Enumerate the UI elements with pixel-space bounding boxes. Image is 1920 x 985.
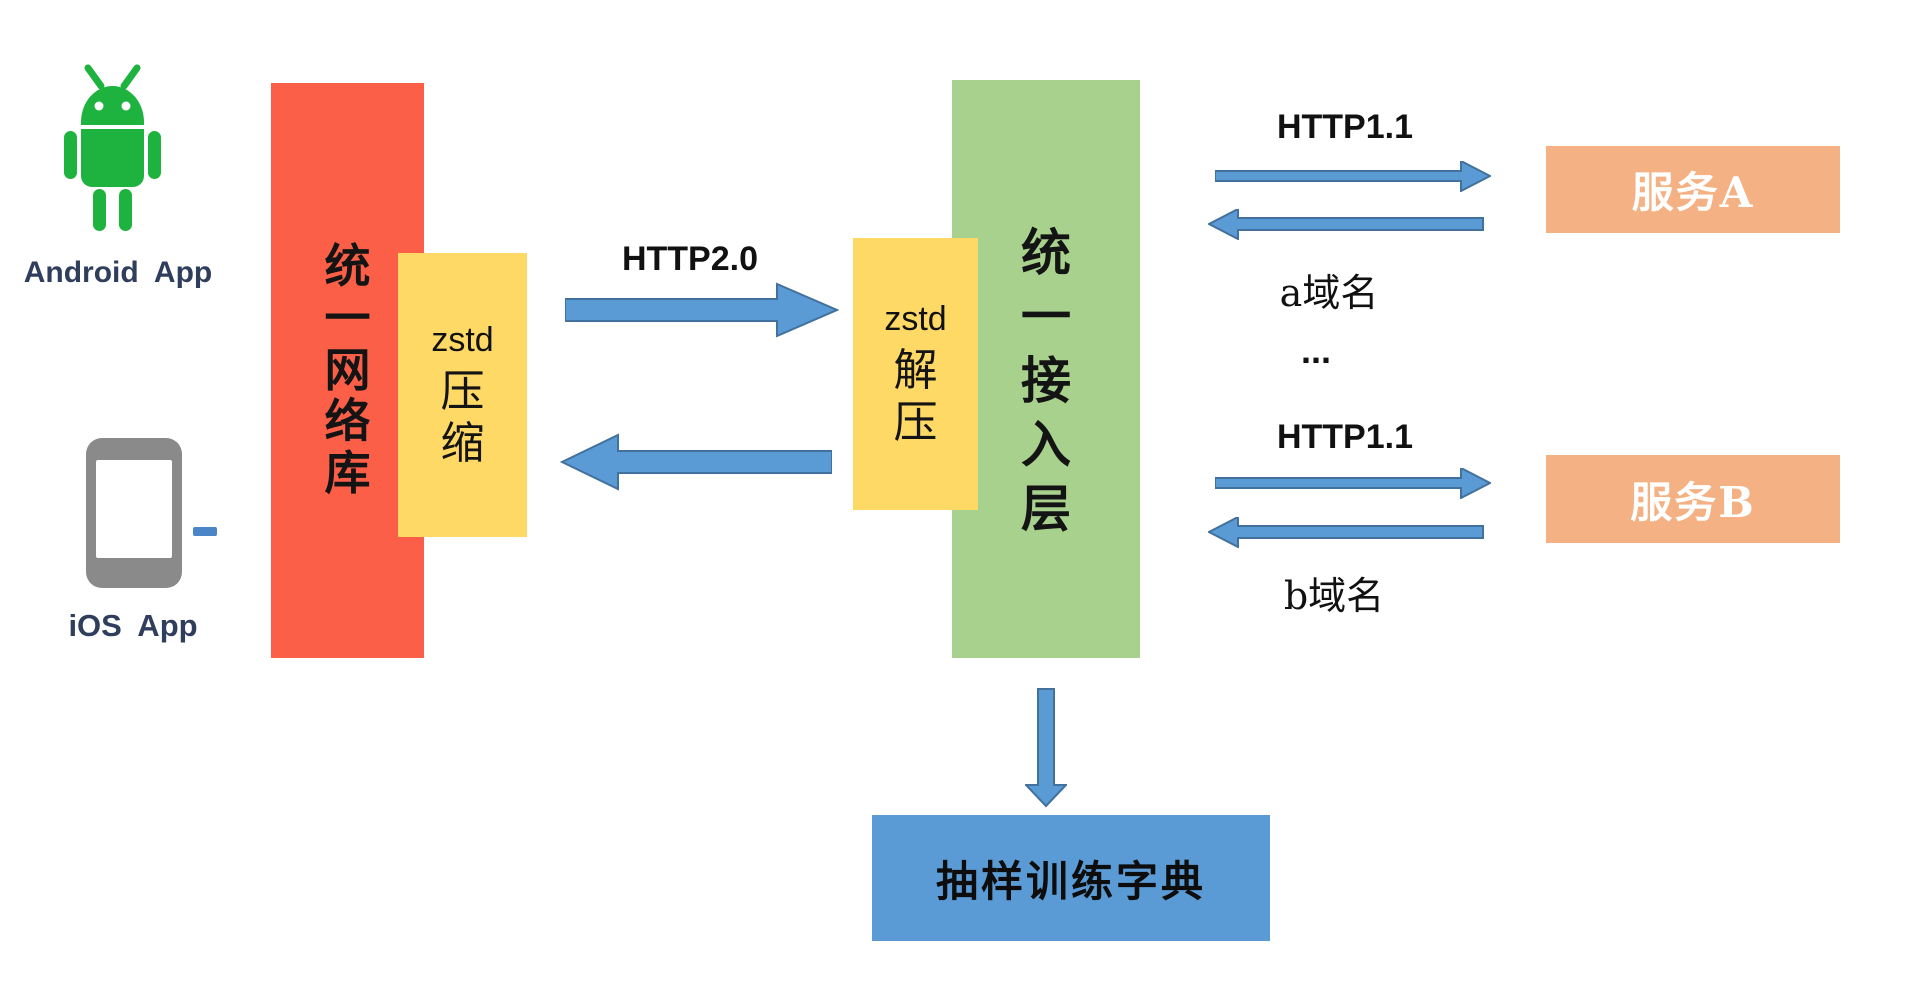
ios-app-label: iOS App xyxy=(68,608,198,643)
smartphone-screen xyxy=(96,460,172,558)
http11-a-label: HTTP1.1 xyxy=(1276,108,1414,146)
dict-training-box: 抽样训练字典 xyxy=(872,815,1270,941)
http11-b-request-arrow xyxy=(1215,468,1491,499)
zstd-compress-title: zstd xyxy=(431,320,494,359)
http11-b-response-arrow xyxy=(1208,517,1484,548)
dash-icon xyxy=(193,527,217,536)
http11-b-label: HTTP1.1 xyxy=(1276,418,1414,456)
zstd-compress-box: zstd 压缩 xyxy=(398,253,527,537)
dict-sampling-down-arrow xyxy=(1025,688,1067,808)
zstd-decompress-title: zstd xyxy=(884,299,947,338)
http2-response-arrow xyxy=(560,433,832,491)
android-app-label: Android App xyxy=(23,256,213,289)
unified-access-layer-box: 统一接入层 xyxy=(952,80,1140,658)
http2-label: HTTP2.0 xyxy=(621,240,759,278)
http11-a-response-arrow xyxy=(1208,209,1484,240)
android-robot-icon xyxy=(64,64,161,231)
smartphone-icon xyxy=(86,438,182,588)
unified-network-lib-label: 统一网络库 xyxy=(324,238,371,501)
zstd-decompress-subtitle: 解压 xyxy=(893,344,938,448)
http11-a-request-arrow xyxy=(1215,161,1491,192)
zstd-compress-subtitle: 压缩 xyxy=(440,365,485,469)
service-a-box: 服务A xyxy=(1546,146,1840,233)
dict-training-label: 抽样训练字典 xyxy=(935,856,1206,906)
service-b-box: 服务B xyxy=(1546,455,1840,543)
ellipsis-label: ... xyxy=(1300,330,1331,371)
service-b-label: 服务B xyxy=(1630,477,1756,527)
http2-request-arrow xyxy=(565,282,839,338)
domain-b-label: b域名 xyxy=(1283,574,1385,618)
unified-access-layer-label: 统一接入层 xyxy=(1021,223,1071,538)
zstd-decompress-box: zstd 解压 xyxy=(853,238,978,510)
domain-a-label: a域名 xyxy=(1279,271,1379,315)
service-a-label: 服务A xyxy=(1631,168,1755,217)
